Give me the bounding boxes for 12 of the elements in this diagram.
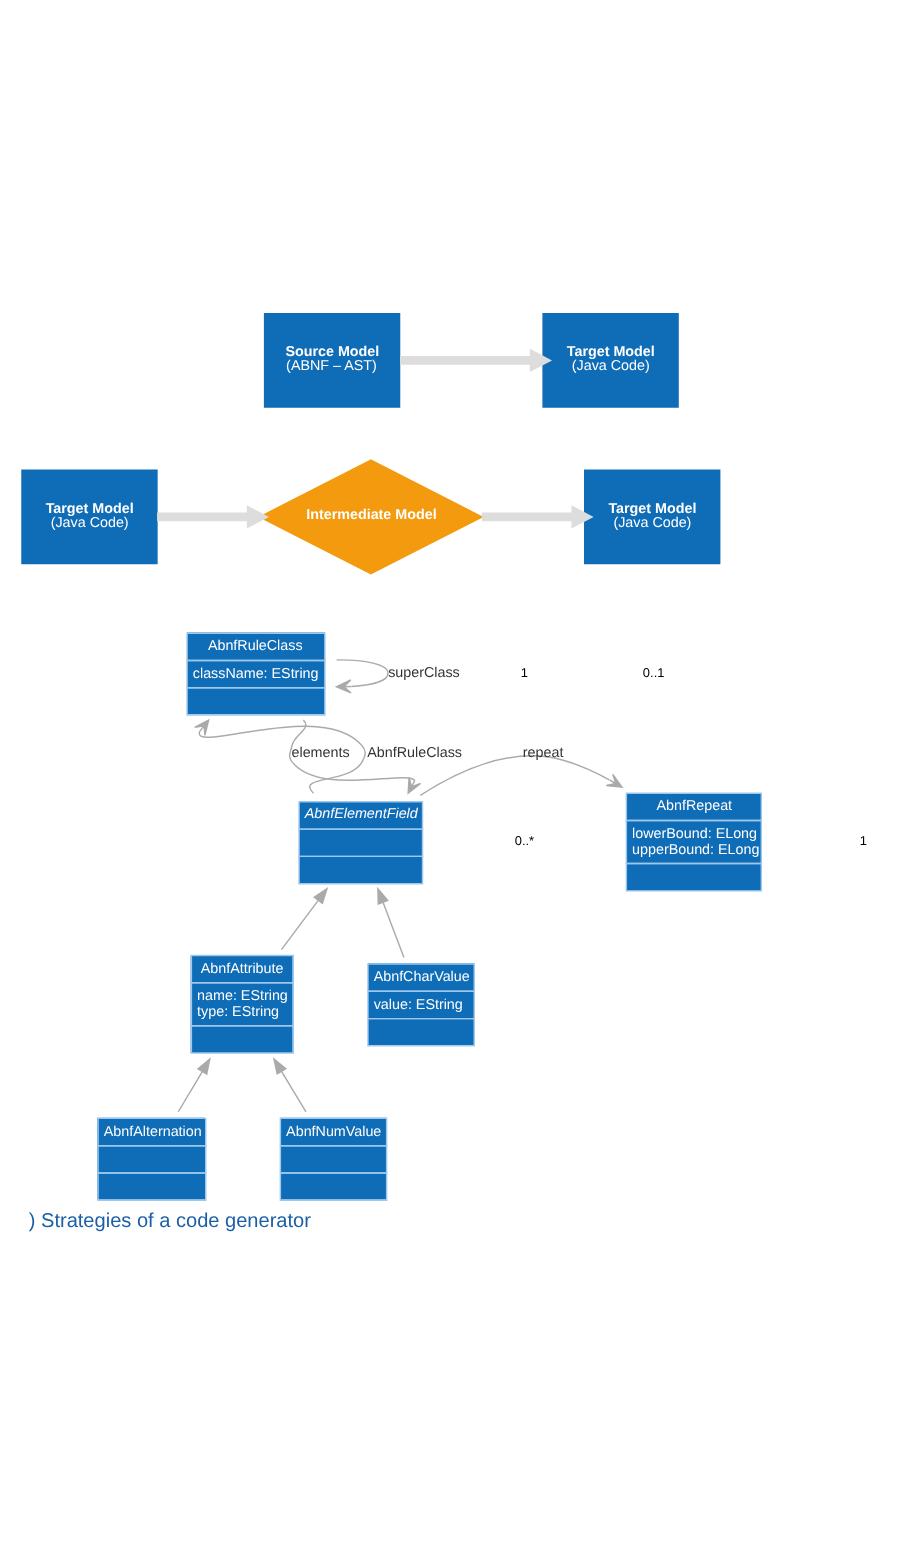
arrow <box>335 659 389 694</box>
arrow <box>177 1057 211 1113</box>
arrow <box>419 755 623 796</box>
arrow <box>157 505 270 529</box>
arrow <box>272 1057 307 1113</box>
arrow <box>481 505 594 529</box>
arrow <box>288 719 422 794</box>
arrow <box>377 886 405 959</box>
arrow <box>193 719 366 794</box>
caption: ) Strategies of a code generator <box>28 1211 311 1234</box>
arrow <box>400 348 552 373</box>
arrow <box>280 886 329 951</box>
